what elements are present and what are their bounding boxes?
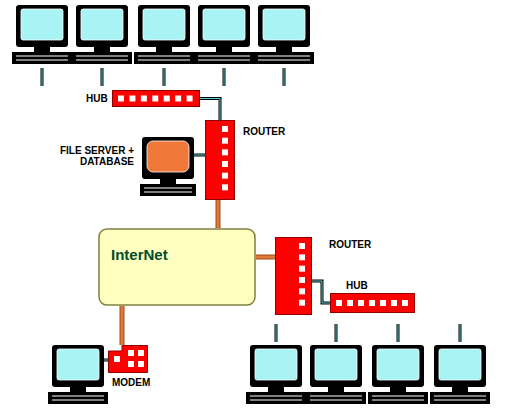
link-core [217,200,220,228]
hub-device: HUB [330,293,415,313]
device-shape [330,293,415,313]
device-shape [140,137,196,197]
computer [246,345,306,404]
device-label: MODEM [112,377,150,388]
link-outline [193,154,205,157]
network-link [218,200,219,228]
computer [194,5,254,64]
node-title: InterNet [98,228,256,263]
cable [164,68,165,86]
cable [102,68,103,86]
link-core [312,281,330,303]
computer [254,5,314,64]
network-link [200,99,220,121]
device-label: ROUTER [329,239,371,250]
link-outline [256,255,275,260]
computer [430,345,490,404]
device-label: HUB [86,93,108,104]
router-device: ROUTER [275,237,312,315]
device-label: FILE SERVER + DATABASE [38,145,134,167]
network-link [193,155,205,156]
device-shape [205,120,235,200]
computer [48,345,108,404]
link-core [200,99,220,121]
device-shape [98,228,256,306]
network-link [312,281,330,303]
cable [224,68,225,86]
cable [276,324,277,342]
device-shape [275,237,312,315]
computer [72,5,132,64]
computer [12,5,72,64]
hub-device: HUB [112,90,200,107]
link-core [121,306,124,345]
network-link [122,306,123,345]
router-device: ROUTER [205,120,235,200]
link-outline [216,200,221,228]
link-outline [312,281,330,303]
internet-box: InterNet [98,228,256,306]
link-outline [120,306,125,345]
cable [42,68,43,86]
network-link [256,257,275,258]
cable [284,68,285,86]
file-server: FILE SERVER + DATABASE [140,137,196,197]
computer [368,345,428,404]
modem-device: MODEM [108,345,148,373]
computer [306,345,366,404]
device-label: HUB [346,280,368,291]
link-core [193,155,205,156]
cable [336,324,337,342]
cable [460,324,461,342]
device-shape [108,345,148,373]
cable [398,324,399,342]
device-shape [112,90,200,107]
link-outline [200,99,220,121]
device-label: ROUTER [243,126,285,137]
link-core [256,256,275,259]
computer [134,5,194,64]
